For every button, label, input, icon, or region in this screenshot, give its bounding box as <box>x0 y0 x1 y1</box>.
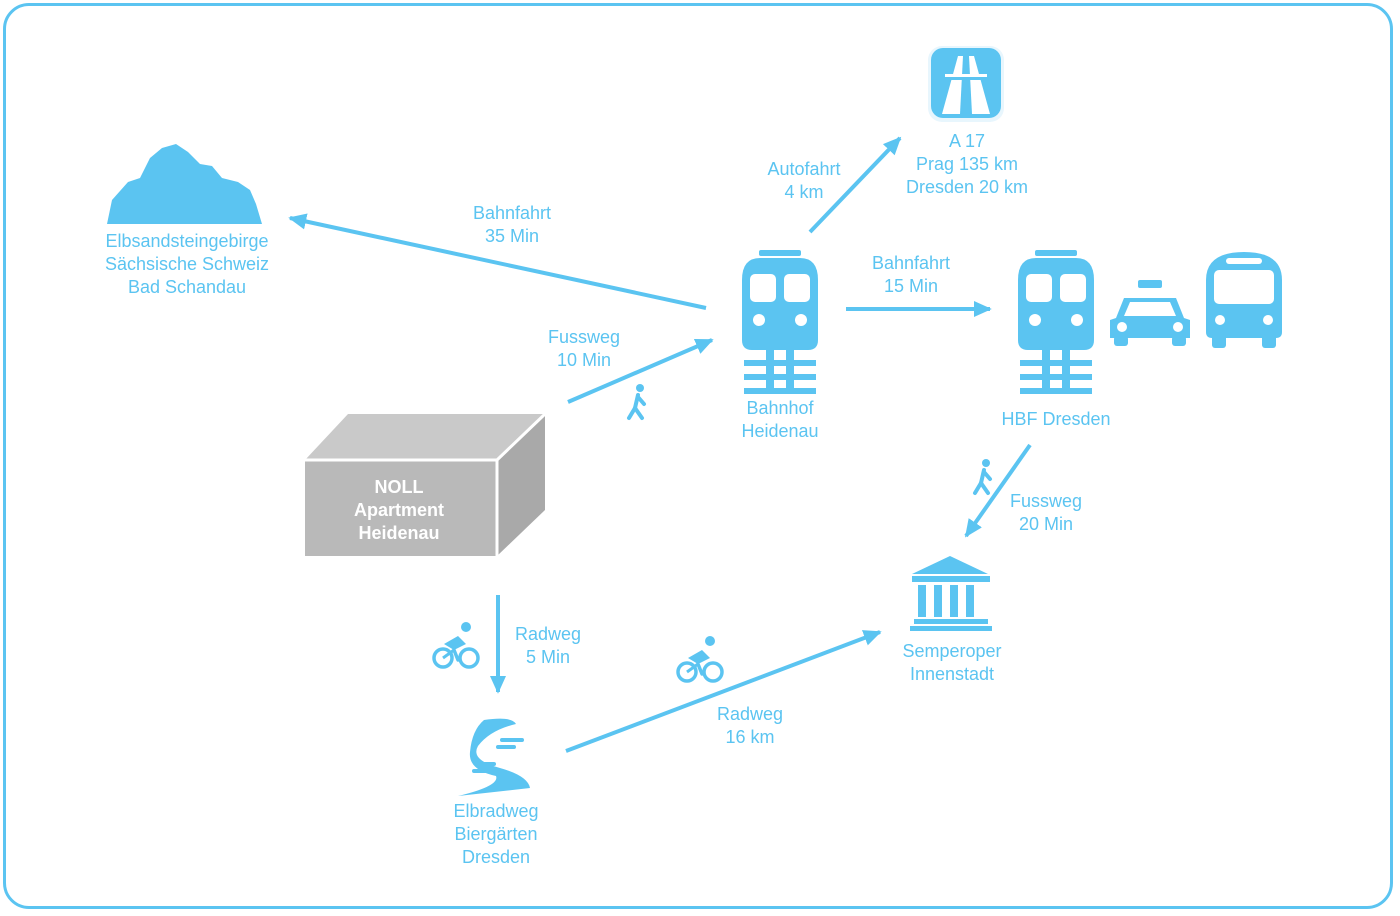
bahnhof-label: Bahnhof Heidenau <box>741 398 819 441</box>
highway-icon <box>928 46 1004 122</box>
box-icon <box>305 412 547 556</box>
bicycle-icon <box>432 622 480 669</box>
train-icon <box>1018 250 1094 394</box>
semperoper-label: Semperoper Innenstadt <box>902 641 1002 684</box>
edge-label-autofahrt: Autofahrt 4 km <box>767 159 841 202</box>
edge-label-bahnfahrt-35: Bahnfahrt 35 Min <box>472 203 552 246</box>
river-icon <box>458 718 530 796</box>
taxi-icon <box>1110 280 1190 346</box>
mountain-icon <box>107 144 262 224</box>
edge-label-fussweg-10: Fussweg 10 Min <box>547 327 621 370</box>
mountains-label: Elbsandsteingebirge Sächsische Schweiz B… <box>104 231 270 297</box>
arrow-apartment-to-bahnhof <box>567 338 714 404</box>
autobahn-label: A 17 Prag 135 km Dresden 20 km <box>905 131 1029 197</box>
edge-label-bahnfahrt-15: Bahnfahrt 15 Min <box>871 253 951 296</box>
arrow-bahnhof-to-autobahn <box>808 136 902 234</box>
edge-label-fussweg-20: Fussweg 20 Min <box>1009 491 1083 534</box>
arrow-bahnhof-to-mountains <box>288 213 707 310</box>
apartment-label: NOLL Apartment Heidenau <box>353 477 444 543</box>
train-icon <box>742 250 818 394</box>
bicycle-icon <box>676 636 724 683</box>
hbf-label: HBF Dresden <box>1001 409 1111 429</box>
arrow-hbf-to-semperoper <box>964 443 1032 538</box>
edge-label-radweg-16: Radweg 16 km <box>716 704 784 747</box>
building-icon <box>910 556 992 631</box>
diagram-frame <box>3 3 1393 909</box>
walking-icon <box>627 384 646 420</box>
arrow-elbradweg-to-semperoper <box>565 630 882 753</box>
bus-icon <box>1206 252 1282 348</box>
walking-icon <box>973 459 992 495</box>
elbradweg-label: Elbradweg Biergärten Dresden <box>453 801 539 867</box>
edge-label-radweg-5: Radweg 5 Min <box>514 624 582 667</box>
